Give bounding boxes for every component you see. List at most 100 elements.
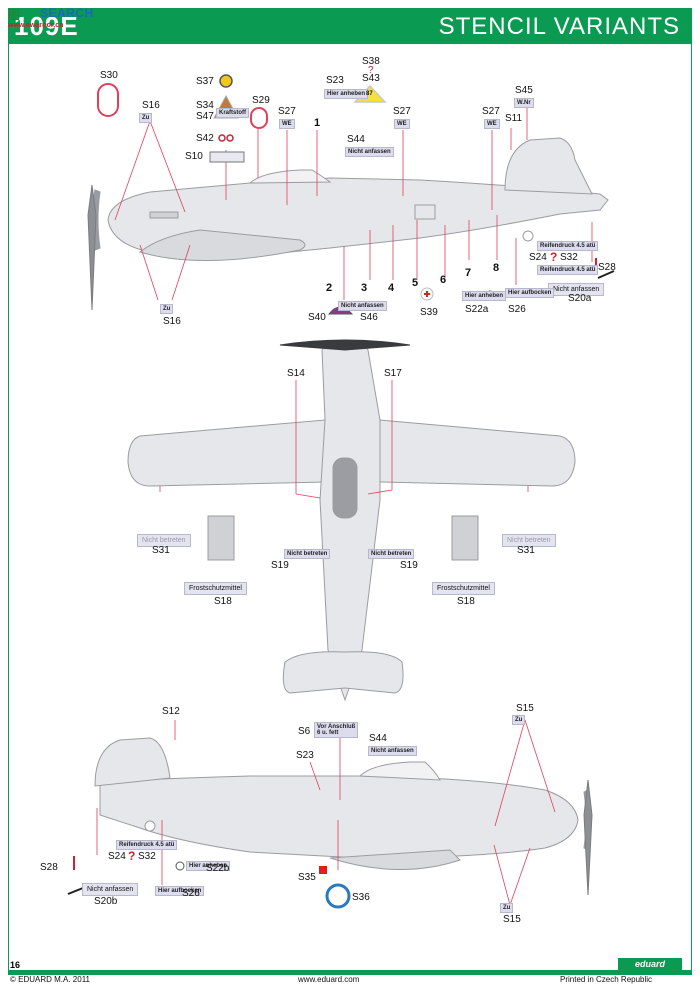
leader-lines-bottom xyxy=(96,719,556,906)
stencil-s32-top: Reifendruck 4.5 atü xyxy=(537,265,599,275)
stencil-s26-bottom: Hier aufbocken xyxy=(155,886,205,896)
stencil-s27-a: WE xyxy=(279,119,295,129)
label-s37: S37 xyxy=(196,76,214,87)
s22b-marker xyxy=(175,861,185,871)
label-s26-bottom: S26 xyxy=(182,888,200,899)
callout-3: 3 xyxy=(361,282,368,294)
label-s22a: S22a xyxy=(465,304,489,315)
stencil-s31-left: Nicht betreten xyxy=(137,534,191,547)
label-s14: S14 xyxy=(287,368,305,379)
label-s28-top: S28 xyxy=(598,262,616,273)
label-s27-c: S27 xyxy=(482,106,500,117)
label-s38-question: ? xyxy=(368,65,374,76)
s42-marker-a xyxy=(218,134,226,142)
page-number: 16 xyxy=(10,960,21,970)
label-s24-question-bottom: ? xyxy=(128,849,136,863)
leader-lines-plan xyxy=(159,380,529,499)
watermark-logo: 图 xyxy=(8,8,21,22)
header-right-title: STENCIL VARIANTS xyxy=(438,13,680,40)
stencil-s22b: Hier anheben xyxy=(186,861,231,871)
callout-6: 6 xyxy=(440,274,447,286)
label-s15-bottom: S15 xyxy=(503,914,521,925)
label-s15-top: S15 xyxy=(516,703,534,714)
stencil-s44-top: Nicht anfassen xyxy=(345,147,394,157)
s30-marker xyxy=(97,83,119,117)
label-s36: S36 xyxy=(352,892,370,903)
watermark-url: www.ewarrior.cn xyxy=(8,22,64,29)
stencil-s16-bottom: Zu xyxy=(160,304,174,314)
eduard-logo: eduard xyxy=(618,958,682,970)
watermark-text: SEARCH xyxy=(40,6,94,20)
label-s6: S6 xyxy=(298,726,311,737)
label-s32-bottom: S32 xyxy=(138,851,156,862)
stencil-s46: Nicht anfassen xyxy=(338,301,387,311)
s39-cross xyxy=(424,291,430,297)
footer-website: www.eduard.com xyxy=(298,975,360,984)
callout-8: 8 xyxy=(493,262,500,274)
label-s16-bottom: S16 xyxy=(163,316,181,327)
stencil-s24-top: Reifendruck 4.5 atü xyxy=(537,241,599,251)
stencil-s19-right: Nicht betreten xyxy=(368,549,415,559)
stencil-s16-top: Zu xyxy=(139,113,153,123)
s29-marker xyxy=(250,107,268,129)
callout-2: 2 xyxy=(326,282,333,294)
label-s30: S30 xyxy=(100,70,118,81)
label-s12: S12 xyxy=(162,706,180,717)
label-s20b: S20b xyxy=(94,896,118,907)
stencil-s18-right: Frostschutzmittel xyxy=(432,582,495,595)
stencil-s15-top: Zu xyxy=(512,715,526,725)
footer-printed: Printed in Czech Republic xyxy=(560,975,653,984)
label-s45: S45 xyxy=(515,85,533,96)
callout-7: 7 xyxy=(465,267,472,279)
page-frame xyxy=(8,44,692,970)
callout-4: 4 xyxy=(388,282,395,294)
s10-marker xyxy=(209,151,245,163)
label-s24-top: S24 xyxy=(529,252,547,263)
stencil-s22a: Hier anheben xyxy=(462,291,507,301)
label-s18-right: S18 xyxy=(457,596,475,607)
label-s31-right: S31 xyxy=(517,545,535,556)
plan-view xyxy=(127,339,576,702)
label-s19-left: S19 xyxy=(271,560,289,571)
label-s23-bottom: S23 xyxy=(296,750,314,761)
side-profile-left xyxy=(87,137,609,311)
header-bar: 109E STENCIL VARIANTS xyxy=(8,8,692,44)
callout-1: 1 xyxy=(314,117,321,129)
stencil-s19-left: Nicht betreten xyxy=(284,549,331,559)
label-s43: S43 xyxy=(362,73,380,84)
stencil-s27-b: WE xyxy=(394,119,410,129)
label-s17: S17 xyxy=(384,368,402,379)
label-s44-top: S44 xyxy=(347,134,365,145)
stencil-s15-bottom: Zu xyxy=(500,903,514,913)
s37-marker xyxy=(219,74,233,88)
stencil-nicht-anfassen-bottom: Nicht anfassen xyxy=(82,883,139,896)
label-s18-left: S18 xyxy=(214,596,232,607)
label-s29: S29 xyxy=(252,95,270,106)
footer-bar xyxy=(8,970,692,975)
label-s16-top: S16 xyxy=(142,100,160,111)
label-s26-top: S26 xyxy=(508,304,526,315)
label-s32-top: S32 xyxy=(560,252,578,263)
label-s42: S42 xyxy=(196,133,214,144)
label-s47: S47 xyxy=(196,111,214,122)
side-profile-right xyxy=(94,737,593,896)
header-left-title: 109E xyxy=(14,11,79,41)
label-s27-a: S27 xyxy=(278,106,296,117)
stencil-s34: Kraftstoff xyxy=(216,108,249,118)
stencil-s24-bottom: Reifendruck 4.5 atü xyxy=(116,840,178,850)
stencil-s26-top: Hier aufbocken xyxy=(505,288,555,298)
stencil-s23: Hier anheben xyxy=(324,89,369,99)
s36-marker xyxy=(325,883,351,909)
label-s20a: S20a xyxy=(568,293,592,304)
label-s23: S23 xyxy=(326,75,344,86)
label-s44-bottom: S44 xyxy=(369,733,387,744)
label-s31-left: S31 xyxy=(152,545,170,556)
stencil-s45: W.Nr xyxy=(514,98,534,108)
s35-marker xyxy=(319,866,327,874)
leader-lines-top xyxy=(114,102,593,301)
label-s28-bottom: S28 xyxy=(40,862,58,873)
label-s34: S34 xyxy=(196,100,214,111)
s42-marker-b xyxy=(226,134,234,142)
stencil-s44-bottom: Nicht anfassen xyxy=(368,746,417,756)
